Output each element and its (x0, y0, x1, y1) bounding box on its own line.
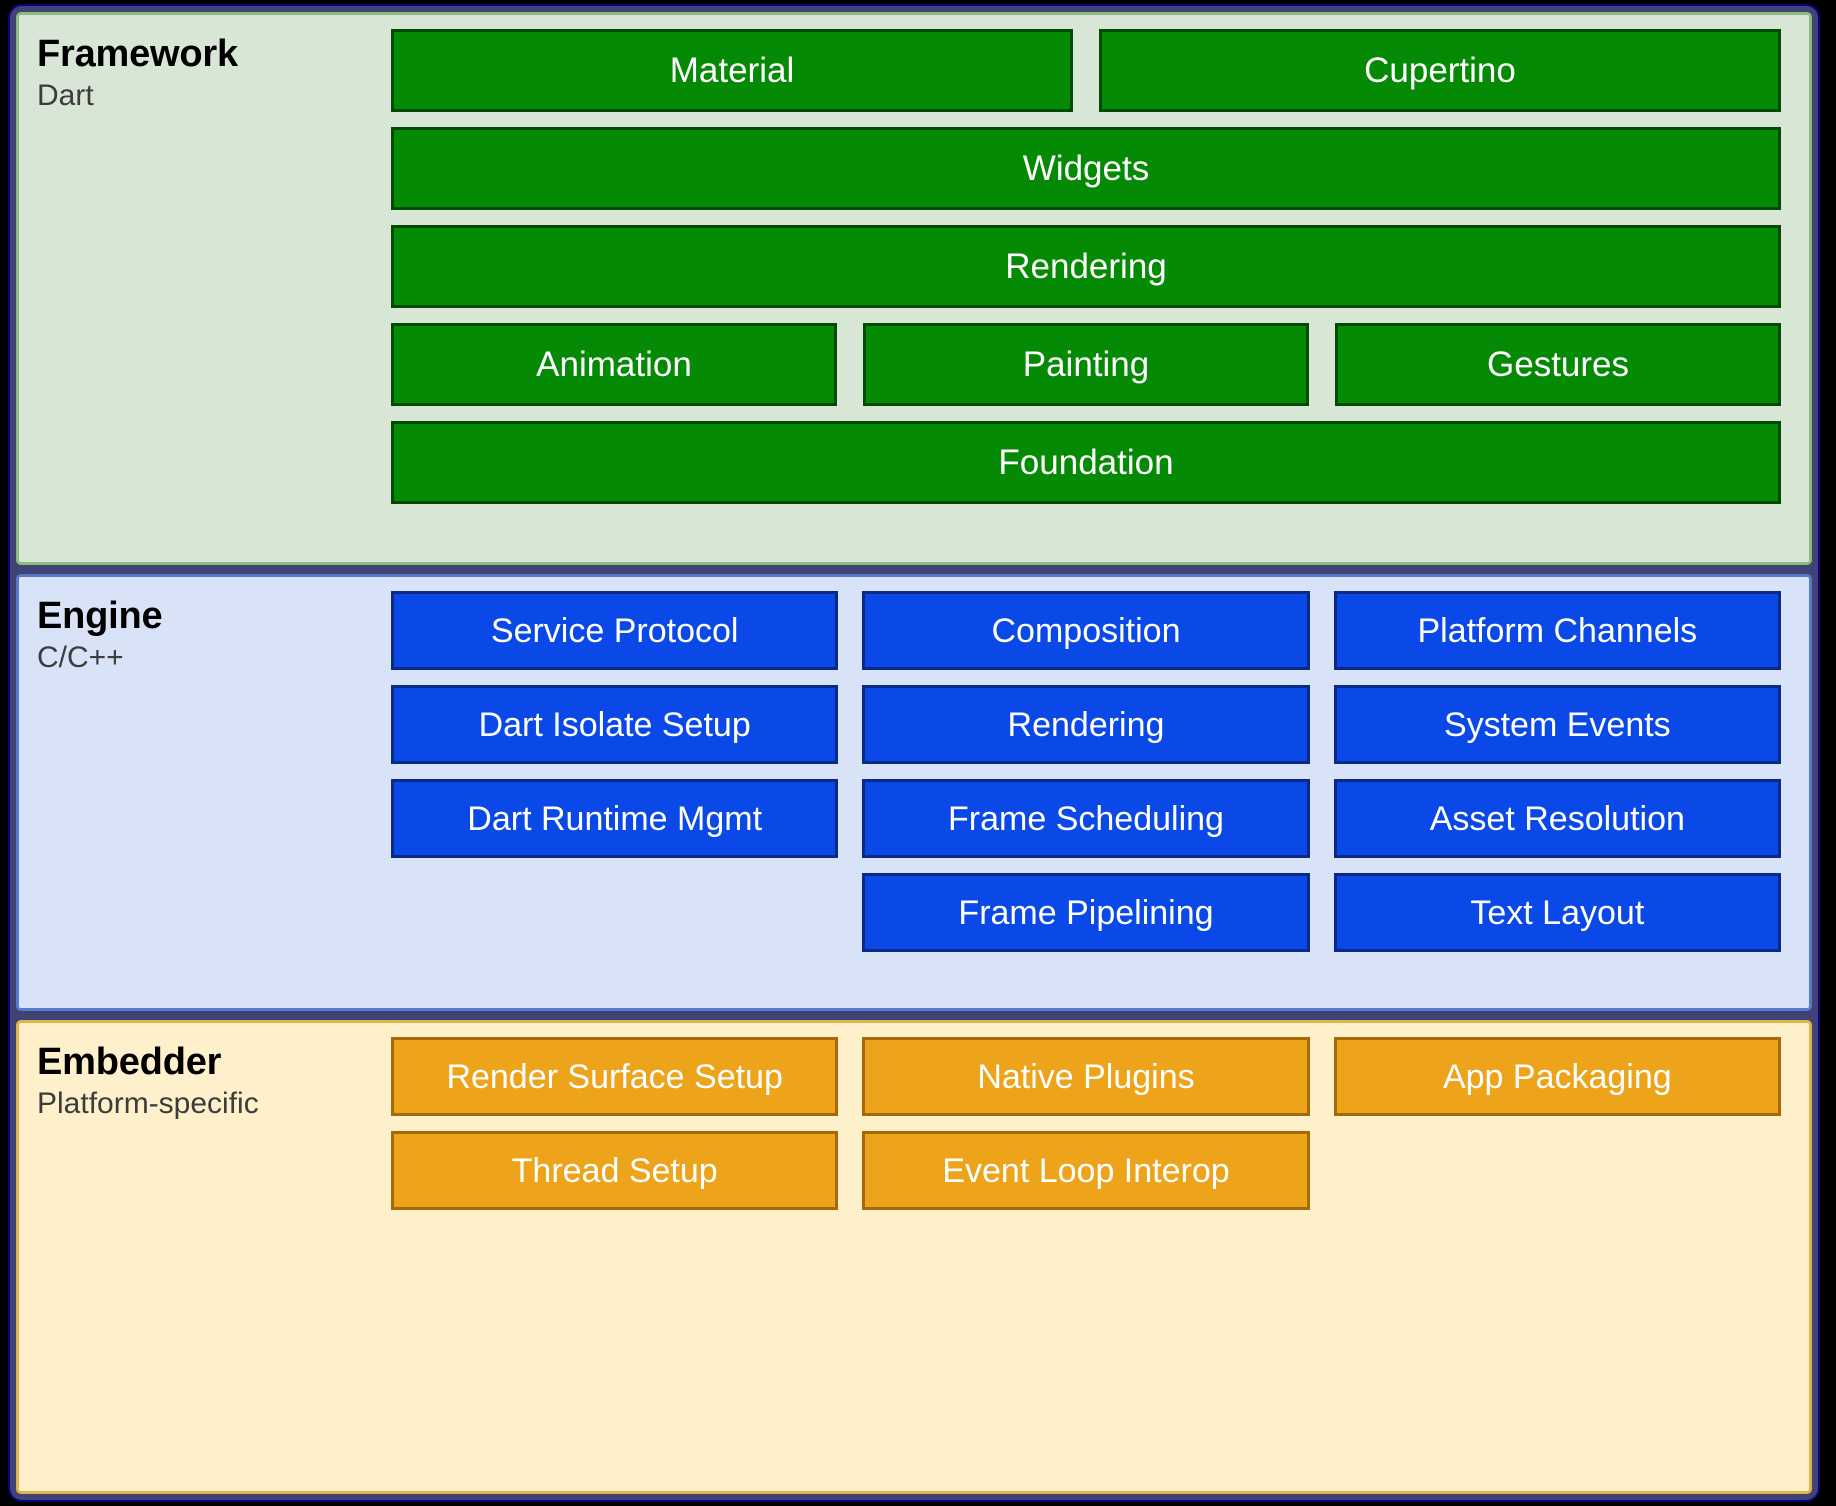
node-row: Widgets (391, 127, 1781, 210)
layer-embedder: Embedder Platform-specific Render Surfac… (16, 1020, 1812, 1494)
node-row: Dart Runtime Mgmt Frame Scheduling Asset… (391, 779, 1781, 858)
node-gestures[interactable]: Gestures (1335, 323, 1781, 406)
node-row: Animation Painting Gestures (391, 323, 1781, 406)
node-rendering-framework[interactable]: Rendering (391, 225, 1781, 308)
node-asset-resolution[interactable]: Asset Resolution (1333, 779, 1781, 858)
node-animation[interactable]: Animation (391, 323, 837, 406)
node-service-protocol[interactable]: Service Protocol (391, 591, 839, 670)
node-empty-slot (1334, 1131, 1781, 1210)
node-frame-pipelining[interactable]: Frame Pipelining (862, 873, 1310, 952)
node-system-events[interactable]: System Events (1333, 685, 1781, 764)
layer-embedder-label: Embedder Platform-specific (19, 1023, 391, 1122)
node-event-loop-interop[interactable]: Event Loop Interop (862, 1131, 1310, 1210)
node-material[interactable]: Material (391, 29, 1073, 112)
node-row: Service Protocol Composition Platform Ch… (391, 591, 1781, 670)
layer-framework-title: Framework (37, 33, 238, 75)
architecture-diagram: Framework Dart Material Cupertino Widget… (8, 4, 1820, 1502)
node-foundation[interactable]: Foundation (391, 421, 1781, 504)
layer-engine-title: Engine (37, 595, 163, 637)
layer-embedder-nodes: Render Surface Setup Native Plugins App … (391, 1023, 1809, 1226)
node-frame-scheduling[interactable]: Frame Scheduling (862, 779, 1310, 858)
node-dart-runtime-mgmt[interactable]: Dart Runtime Mgmt (391, 779, 839, 858)
layer-engine-label: Engine C/C++ (19, 577, 391, 676)
layer-engine: Engine C/C++ Service Protocol Compositio… (16, 574, 1812, 1011)
layer-embedder-title: Embedder (37, 1041, 222, 1083)
node-text-layout[interactable]: Text Layout (1333, 873, 1781, 952)
node-platform-channels[interactable]: Platform Channels (1333, 591, 1781, 670)
node-row: Frame Pipelining Text Layout (391, 873, 1781, 952)
node-empty-slot (391, 873, 838, 952)
node-composition[interactable]: Composition (862, 591, 1310, 670)
node-row: Render Surface Setup Native Plugins App … (391, 1037, 1781, 1116)
node-rendering-engine[interactable]: Rendering (862, 685, 1310, 764)
layer-framework-label: Framework Dart (19, 15, 391, 114)
node-cupertino[interactable]: Cupertino (1099, 29, 1781, 112)
layer-embedder-subtitle: Platform-specific (37, 1086, 259, 1120)
node-row: Rendering (391, 225, 1781, 308)
node-app-packaging[interactable]: App Packaging (1333, 1037, 1781, 1116)
node-dart-isolate-setup[interactable]: Dart Isolate Setup (391, 685, 839, 764)
layer-framework: Framework Dart Material Cupertino Widget… (16, 12, 1812, 565)
layer-engine-nodes: Service Protocol Composition Platform Ch… (391, 577, 1809, 968)
node-row: Material Cupertino (391, 29, 1781, 112)
node-row: Dart Isolate Setup Rendering System Even… (391, 685, 1781, 764)
node-row: Foundation (391, 421, 1781, 504)
layer-framework-subtitle: Dart (37, 78, 94, 112)
layer-engine-subtitle: C/C++ (37, 640, 124, 674)
node-render-surface-setup[interactable]: Render Surface Setup (391, 1037, 839, 1116)
node-row: Thread Setup Event Loop Interop (391, 1131, 1781, 1210)
node-widgets[interactable]: Widgets (391, 127, 1781, 210)
node-native-plugins[interactable]: Native Plugins (862, 1037, 1310, 1116)
node-thread-setup[interactable]: Thread Setup (391, 1131, 839, 1210)
layer-framework-nodes: Material Cupertino Widgets Rendering Ani… (391, 15, 1809, 520)
node-painting[interactable]: Painting (863, 323, 1309, 406)
